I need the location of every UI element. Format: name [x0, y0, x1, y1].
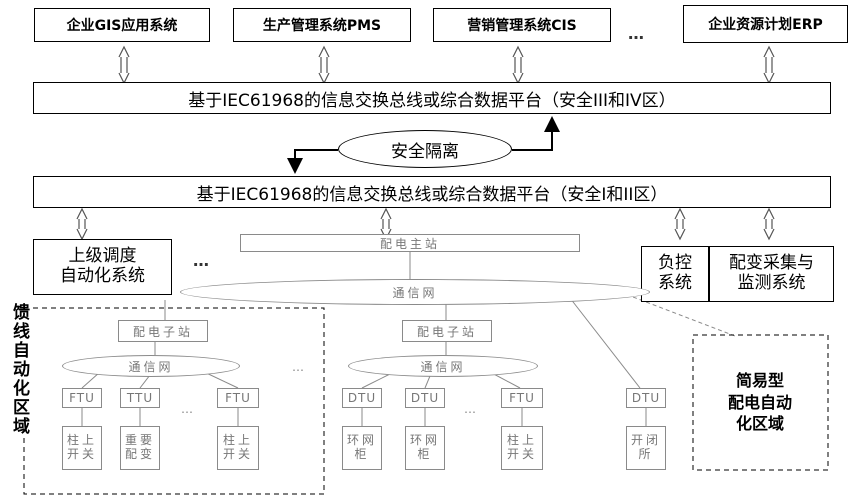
- substation-2-label: 配电子站: [416, 324, 477, 339]
- terminal-ftu-1: FTU: [62, 388, 102, 408]
- simple-zone-line2: 配电自动: [727, 392, 792, 412]
- device-pole-switch-1: 柱上开关: [62, 426, 102, 470]
- device-label: 配变: [124, 447, 155, 461]
- terminal-dtu-1-label: DTU: [347, 391, 377, 405]
- transformer-monitoring-line1: 配变采集与: [729, 253, 814, 274]
- system-pms: 生产管理系统PMS: [233, 8, 411, 42]
- terminal-ttu: TTU: [120, 388, 160, 408]
- device-pole-switch-3: 柱上开关: [501, 426, 543, 470]
- substation-1-label: 配电子站: [132, 324, 193, 339]
- device-label: 开闭: [630, 433, 661, 448]
- double-arrow-connectors: [76, 45, 775, 241]
- device-pole-switch-2: 柱上开关: [217, 426, 259, 470]
- top-ellipsis: …: [628, 24, 644, 43]
- terminal-dtu-1: DTU: [342, 388, 382, 408]
- load-control-system: 负控 系统: [641, 246, 709, 302]
- device-switching-station: 开闭所: [626, 426, 666, 470]
- terminal-dtu-3-label: DTU: [631, 391, 661, 405]
- system-gis-label: 企业GIS应用系统: [66, 18, 178, 34]
- comm-network-2-label: 通信网: [420, 359, 466, 374]
- substation-2: 配电子站: [402, 320, 492, 342]
- feeder-automation-zone-label: 馈线自动化区域: [8, 303, 30, 436]
- terminal-ttu-label: TTU: [126, 391, 154, 405]
- device-label: 所: [638, 447, 654, 461]
- system-gis: 企业GIS应用系统: [34, 8, 210, 42]
- device-key-transformer: 重要配变: [120, 426, 160, 470]
- terminal-dtu-2-label: DTU: [410, 391, 440, 405]
- load-control-line1: 负控: [658, 253, 692, 274]
- device-label: 柱上: [506, 433, 537, 448]
- system-cis: 营销管理系统CIS: [433, 8, 611, 42]
- upper-dispatch-line2: 自动化系统: [60, 266, 145, 286]
- terminal-ftu-2: FTU: [217, 388, 259, 408]
- system-erp: 企业资源计划ERP: [683, 5, 848, 43]
- terminal-ftu-1-label: FTU: [69, 391, 95, 405]
- substation-ellipsis: …: [292, 360, 304, 374]
- transformer-monitoring-line2: 监测系统: [737, 273, 806, 293]
- bus-upper-label: 基于IEC61968的信息交换总线或综合数据平台（安全III和IV区）: [188, 90, 676, 111]
- left-ellipsis: …: [193, 251, 209, 270]
- device-label: 柱上: [66, 433, 97, 448]
- comm-network-1: 通信网: [62, 355, 240, 377]
- device-label: 重要: [124, 433, 155, 448]
- network-lines: [81, 252, 736, 426]
- terminal-ftu-3-label: FTU: [509, 391, 535, 405]
- security-isolation: 安全隔离: [338, 130, 512, 168]
- terminal-ellipsis-2: …: [464, 402, 476, 416]
- comm-network-1-label: 通信网: [128, 359, 174, 374]
- substation-1: 配电子站: [118, 320, 208, 342]
- device-ring-main-2: 环网柜: [405, 426, 445, 470]
- comm-network-main: 通信网: [180, 279, 650, 305]
- device-label: 开关: [222, 447, 253, 461]
- system-pms-label: 生产管理系统PMS: [262, 18, 382, 34]
- device-label: 开关: [66, 447, 97, 461]
- isolation-arrows: [287, 116, 560, 174]
- system-cis-label: 营销管理系统CIS: [467, 18, 577, 34]
- device-label: 柱上: [222, 433, 253, 448]
- device-label: 环网: [409, 433, 440, 448]
- dashed-zones: [23, 307, 829, 495]
- device-label: 环网: [346, 433, 377, 448]
- comm-network-main-label: 通信网: [392, 285, 438, 300]
- master-station-label: 配电主站: [379, 236, 440, 251]
- upper-dispatch-line1: 上级调度: [68, 246, 137, 267]
- bus-upper: 基于IEC61968的信息交换总线或综合数据平台（安全III和IV区）: [33, 82, 831, 114]
- device-ring-main-1: 环网柜: [342, 426, 382, 470]
- simple-automation-zone-label: 简易型 配电自动 化区域: [700, 370, 820, 435]
- terminal-ftu-2-label: FTU: [225, 391, 251, 405]
- terminal-dtu-2: DTU: [405, 388, 445, 408]
- bus-lower-label: 基于IEC61968的信息交换总线或综合数据平台（安全I和II区）: [196, 184, 668, 205]
- upper-dispatch-system: 上级调度 自动化系统: [33, 239, 172, 295]
- comm-network-2: 通信网: [348, 355, 538, 377]
- security-isolation-label: 安全隔离: [391, 141, 459, 162]
- terminal-ellipsis-1: …: [181, 402, 193, 416]
- device-label: 柜: [354, 447, 370, 461]
- distribution-master-station: 配电主站: [240, 234, 580, 252]
- load-control-line2: 系统: [658, 273, 692, 293]
- device-label: 开关: [506, 447, 537, 461]
- simple-zone-line3: 化区域: [735, 414, 784, 434]
- device-label: 柜: [417, 447, 433, 461]
- transformer-monitoring-system: 配变采集与 监测系统: [709, 246, 834, 302]
- terminal-dtu-3: DTU: [626, 388, 666, 408]
- simple-zone-line1: 简易型: [735, 371, 784, 390]
- system-erp-label: 企业资源计划ERP: [708, 17, 823, 33]
- bus-lower: 基于IEC61968的信息交换总线或综合数据平台（安全I和II区）: [33, 176, 831, 208]
- terminal-ftu-3: FTU: [501, 388, 543, 408]
